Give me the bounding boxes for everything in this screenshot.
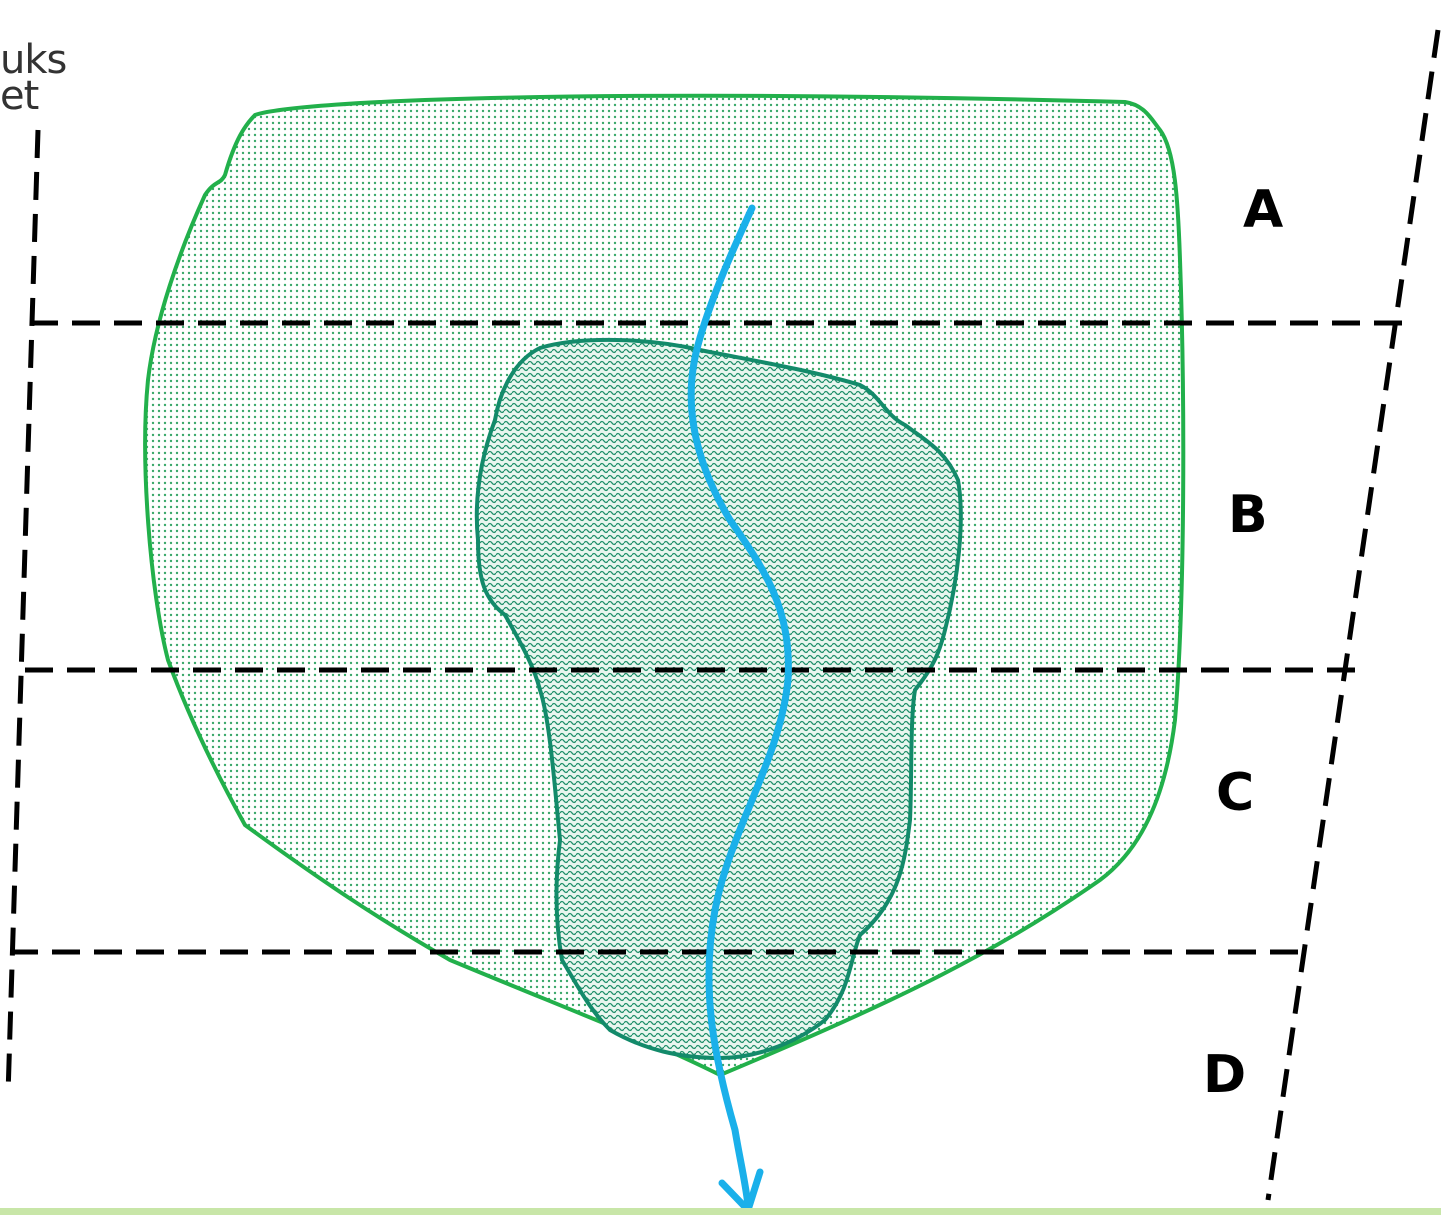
river-line: [687, 204, 792, 1209]
left-boundary-line: [5, 129, 41, 1096]
zone-label-d: D: [1203, 1045, 1247, 1105]
logo-fragment: uks et: [0, 37, 67, 119]
right-boundary-line: [1265, 29, 1441, 1201]
zone-boundaries: [5, 29, 1441, 1201]
zone-label-a: A: [1243, 180, 1284, 240]
logo-line-2: et: [0, 73, 39, 119]
zone-label-c: C: [1216, 763, 1255, 823]
logo-line-1: uks: [0, 37, 67, 83]
bottom-strip: [0, 1208, 1441, 1215]
inner-region: [474, 337, 963, 1061]
zone-label-b: B: [1228, 485, 1268, 545]
